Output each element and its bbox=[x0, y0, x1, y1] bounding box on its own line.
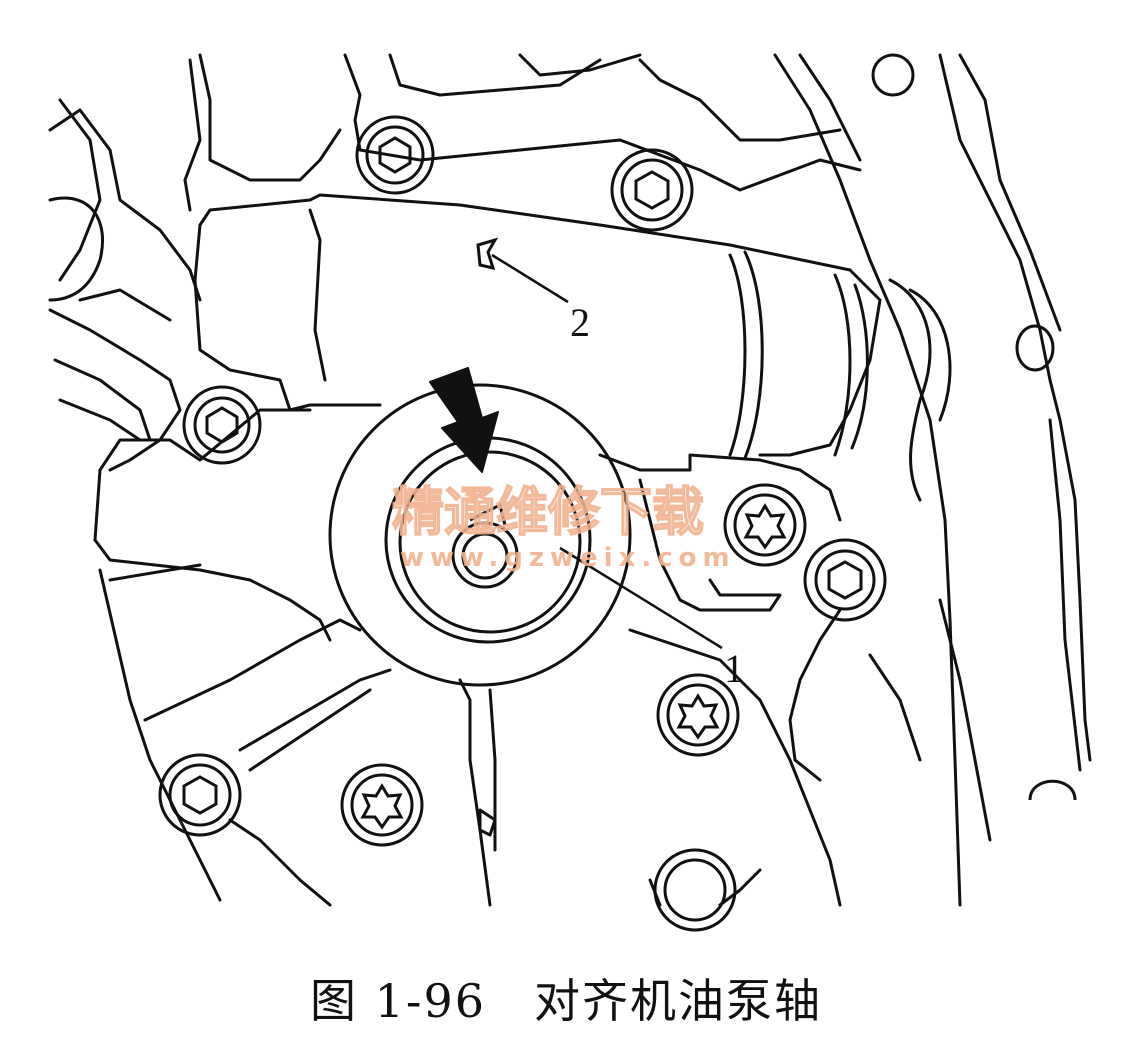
torx-bolts bbox=[340, 483, 807, 847]
figure-caption: 图 1-96 对齐机油泵轴 bbox=[310, 974, 822, 1028]
mounting-holes bbox=[871, 53, 1077, 801]
hex-bolt-top-right bbox=[610, 148, 694, 232]
leader-lines bbox=[491, 253, 723, 650]
alignment-arrow-icon bbox=[429, 367, 499, 473]
hex-bolt-bottom-right bbox=[653, 848, 737, 932]
torx-bolt-right-lower bbox=[656, 673, 740, 757]
watermark: 精通维修下载 www.gzweix.com bbox=[391, 481, 736, 573]
housing-mark bbox=[476, 237, 499, 271]
callout-label-2: 2 bbox=[570, 300, 590, 345]
leader-line-1 bbox=[559, 546, 723, 650]
hex-bolt-right bbox=[803, 538, 887, 622]
hex-bolts bbox=[158, 115, 887, 932]
watermark-url: www.gzweix.com bbox=[400, 543, 736, 573]
torx-bolt-bottom-center bbox=[340, 763, 424, 847]
hex-bolt-bottom-left bbox=[158, 753, 242, 837]
leader-line-2 bbox=[491, 253, 569, 304]
torx-bolt-right-upper bbox=[723, 483, 807, 567]
callout-label-1: 1 bbox=[724, 646, 744, 691]
hex-bolt-top-left bbox=[355, 115, 435, 195]
hex-bolt-left bbox=[182, 385, 262, 465]
engine-outline bbox=[48, 53, 1092, 907]
watermark-text-cn: 精通维修下载 bbox=[392, 482, 704, 543]
